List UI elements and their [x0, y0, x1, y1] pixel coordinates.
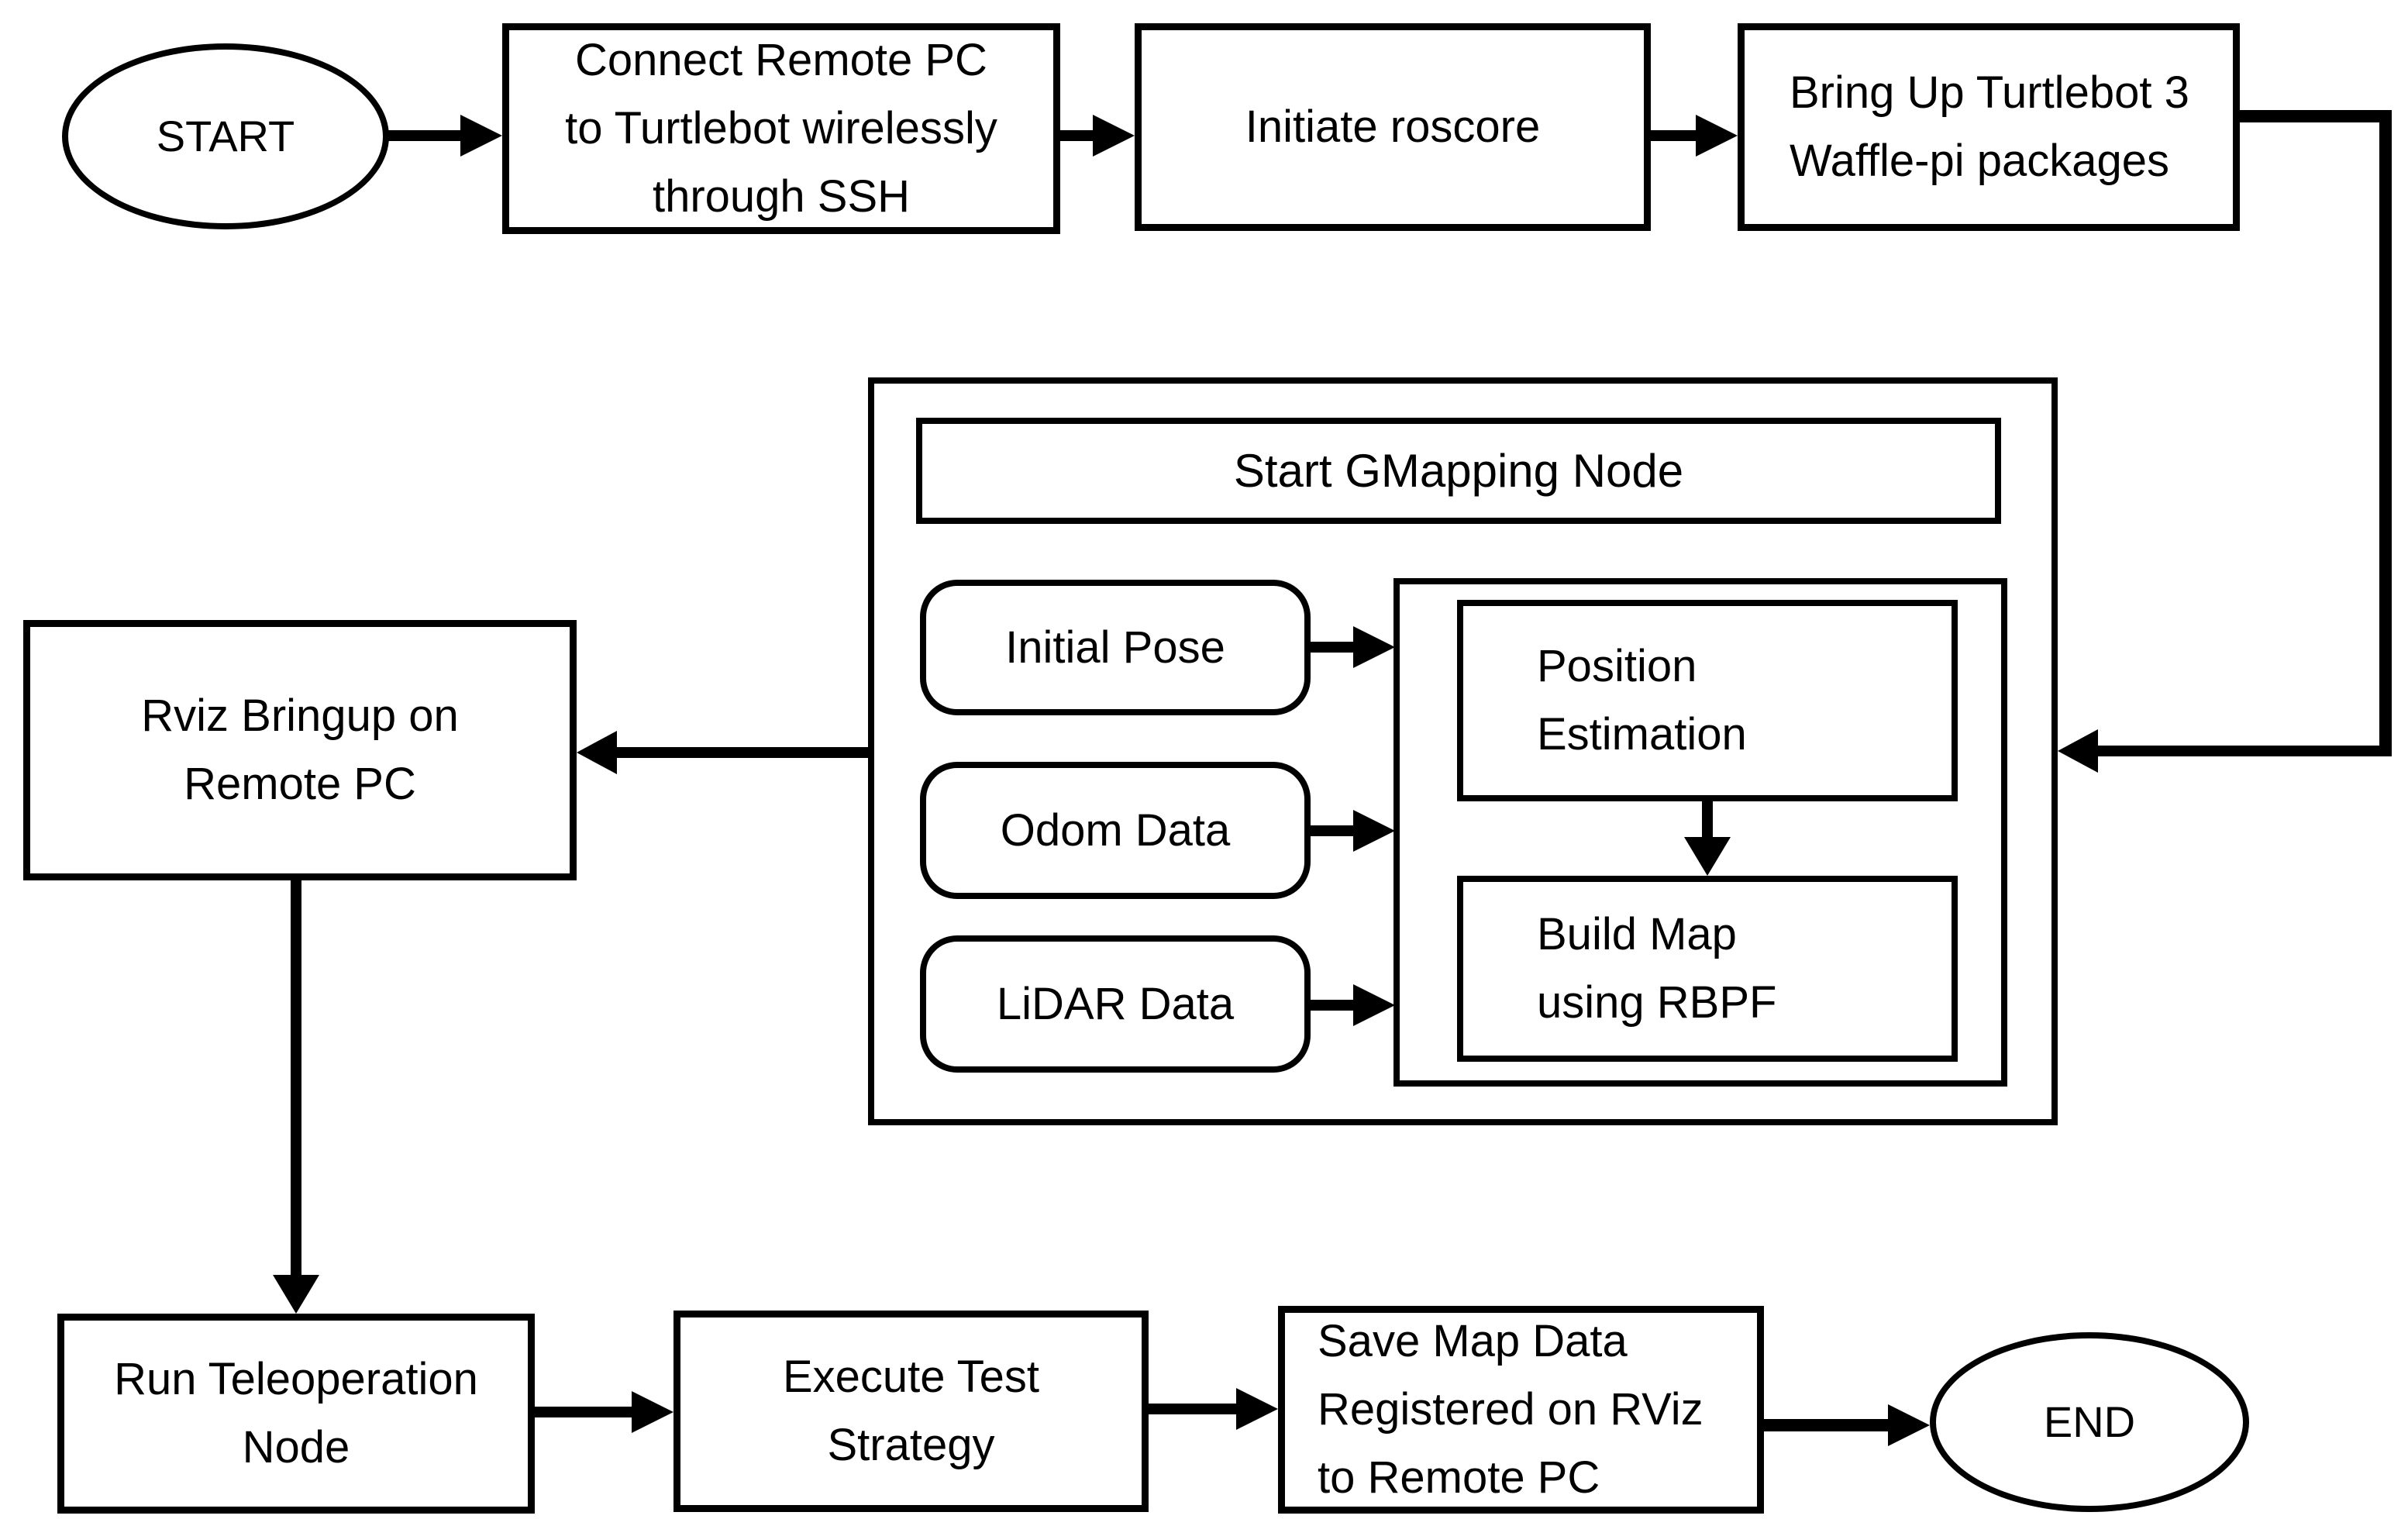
position-estimation-node: Position Estimation [1457, 600, 1958, 801]
initial-pose-node: Initial Pose [920, 580, 1311, 715]
arrow-shaft [1311, 1000, 1359, 1011]
gmapping-header-node: Start GMapping Node [916, 418, 2001, 524]
arrowhead-left-icon [577, 731, 617, 774]
arrow-shaft [1057, 130, 1096, 141]
arrowhead-right-icon [460, 115, 502, 157]
arrow-shaft [1702, 801, 1713, 842]
start-node: START [62, 43, 389, 229]
arrow-shaft [1311, 642, 1359, 653]
lidar-data-node: LiDAR Data [920, 935, 1311, 1073]
arrow-shaft [1764, 1419, 1893, 1431]
initiate-roscore-node: Initiate roscore [1135, 23, 1651, 231]
bringup-turtlebot-node: Bring Up Turtlebot 3 Waffle-pi packages [1738, 23, 2240, 231]
arrowhead-right-icon [1353, 984, 1395, 1026]
arrowhead-right-icon [632, 1391, 673, 1433]
arrow-shaft [291, 880, 301, 1277]
arrowhead-right-icon [1696, 115, 1738, 157]
arrow-shaft [1648, 130, 1699, 141]
connector-horizontal-segment [2237, 110, 2392, 122]
run-teleoperation-node: Run Teleoperation Node [57, 1314, 535, 1514]
end-node: END [1930, 1332, 2249, 1512]
arrowhead-right-icon [1888, 1404, 1930, 1446]
arrowhead-down-icon [273, 1275, 319, 1314]
build-map-node: Build Map using RBPF [1457, 876, 1958, 1062]
execute-test-node: Execute Test Strategy [673, 1311, 1149, 1512]
arrow-shaft [1311, 825, 1359, 836]
arrow-shaft [1149, 1404, 1239, 1414]
arrowhead-right-icon [1353, 626, 1395, 668]
arrowhead-right-icon [1093, 115, 1135, 157]
arrowhead-left-icon [2058, 729, 2098, 773]
arrowhead-right-icon [1353, 810, 1395, 852]
arrow-shaft [614, 747, 868, 758]
estimation-inner-container [1393, 578, 2007, 1087]
arrow-shaft [535, 1407, 635, 1417]
connect-ssh-node: Connect Remote PC to Turtlebot wirelessl… [502, 23, 1060, 234]
connector-horizontal-segment [2096, 746, 2379, 756]
arrowhead-right-icon [1236, 1388, 1278, 1430]
gmapping-group-container [868, 377, 2058, 1125]
arrowhead-down-icon [1684, 837, 1731, 876]
connector-vertical-segment [2379, 110, 2392, 756]
save-map-node: Save Map Data Registered on RViz to Remo… [1278, 1306, 1764, 1514]
odom-data-node: Odom Data [920, 762, 1311, 899]
arrow-shaft [388, 130, 465, 141]
rviz-bringup-node: Rviz Bringup on Remote PC [23, 620, 577, 880]
